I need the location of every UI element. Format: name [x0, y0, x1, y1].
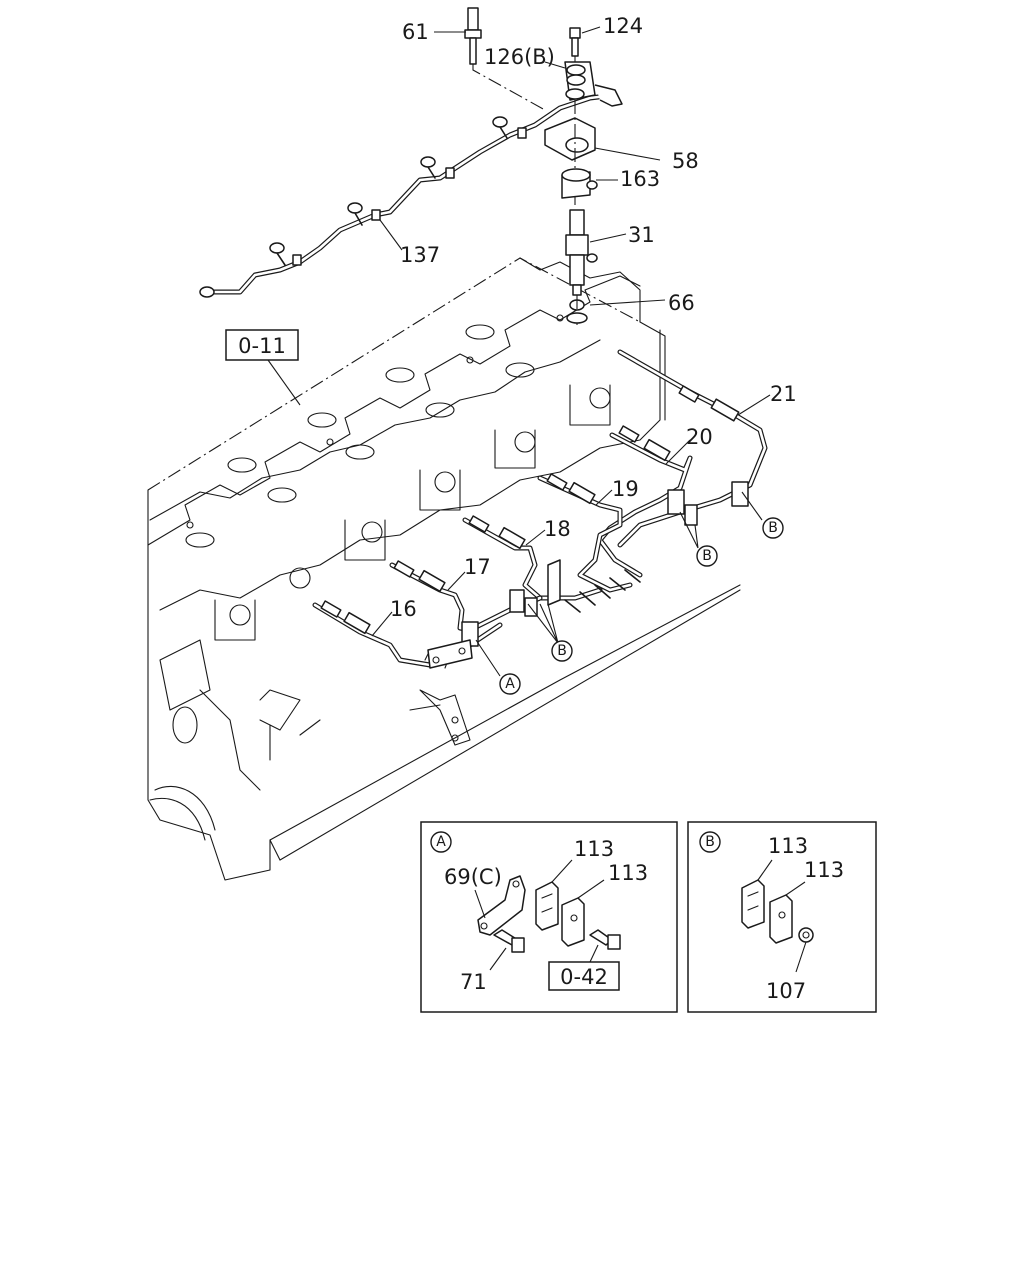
- callout-17: 17: [464, 555, 491, 579]
- inset-b-callout-107: 107: [766, 979, 806, 1003]
- view-markers: B B B A: [499, 517, 784, 695]
- ref-box-main-label: 0-11: [238, 334, 286, 358]
- callout-16: 16: [390, 597, 417, 621]
- callout-18: 18: [544, 517, 571, 541]
- callout-66: 66: [668, 291, 695, 315]
- callouts: 61 124 126(B) 58 163 31 137 66 21 20 19 …: [390, 14, 797, 621]
- callout-19: 19: [612, 477, 639, 501]
- inset-a-marker: A: [436, 834, 446, 850]
- inset-b-marker: B: [705, 834, 715, 850]
- injector-assembly: [464, 7, 623, 325]
- inset-b-callout-113a: 113: [768, 834, 808, 858]
- marker-a-1: A: [505, 676, 515, 692]
- ref-box-inset-a[interactable]: 0-42: [548, 961, 620, 991]
- callout-31: 31: [628, 223, 655, 247]
- marker-b-2: B: [702, 548, 712, 564]
- inset-b-callout-113b: 113: [804, 858, 844, 882]
- inset-a-callout-71: 71: [460, 970, 487, 994]
- callout-163: 163: [620, 167, 660, 191]
- inset-a-callout-113b: 113: [608, 861, 648, 885]
- injection-pipes: [312, 349, 768, 669]
- callout-58: 58: [672, 149, 699, 173]
- marker-b-3: B: [557, 643, 567, 659]
- engine-block: [147, 257, 741, 881]
- callout-126: 126(B): [484, 45, 555, 69]
- ref-box-main[interactable]: 0-11: [225, 329, 299, 361]
- inset-a-callout-113a: 113: [574, 837, 614, 861]
- inset-a: A 113 113 69(C) 71 0-42: [420, 821, 678, 1013]
- marker-b-1: B: [768, 520, 778, 536]
- callout-20: 20: [686, 425, 713, 449]
- callout-21: 21: [770, 382, 797, 406]
- inset-a-callout-69: 69(C): [444, 865, 502, 889]
- callout-61: 61: [402, 20, 429, 44]
- leak-off-pipe: [199, 92, 618, 298]
- inset-b: B 113 113 107: [687, 821, 877, 1013]
- callout-124: 124: [603, 14, 643, 38]
- ref-box-inset-a-label: 0-42: [560, 965, 608, 989]
- callout-137: 137: [400, 243, 440, 267]
- leader-lines: [267, 26, 771, 677]
